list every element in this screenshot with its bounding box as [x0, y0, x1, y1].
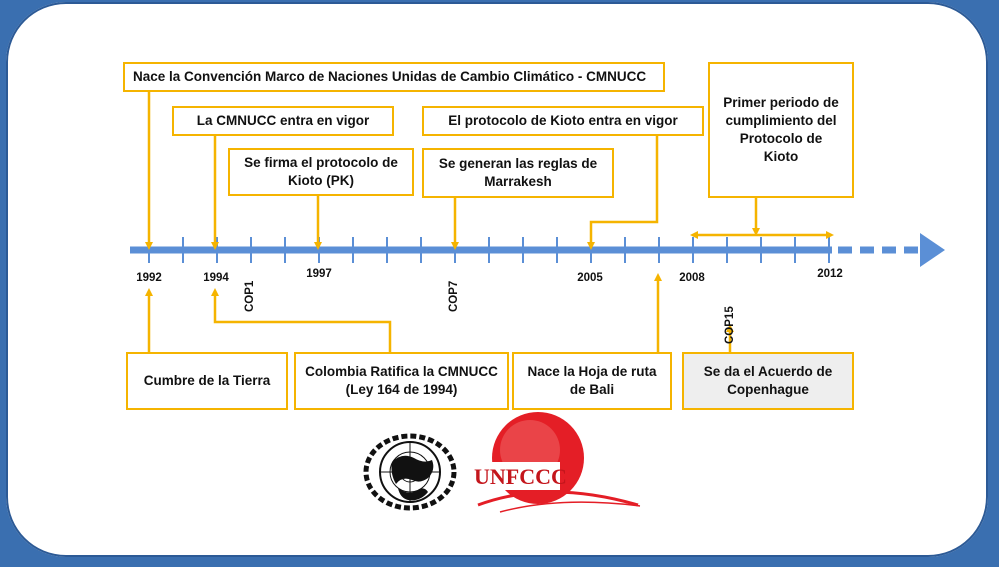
event-box-cmnucc-vigor: La CMNUCC entra en vigor [172, 106, 394, 136]
year-label: 2008 [679, 272, 705, 284]
unfccc-logo: UNFCCC [470, 412, 641, 513]
event-box-first-period: Primer periodo de cumplimiento del Proto… [708, 62, 854, 198]
connector-colombia [211, 288, 392, 352]
event-box-bali: Nace la Hoja de ruta de Bali [512, 352, 672, 410]
event-box-pk-signed: Se firma el protocolo de Kioto (PK) [228, 148, 414, 196]
event-box-cmnucc-birth: Nace la Convención Marco de Naciones Uni… [123, 62, 665, 92]
unfccc-wordmark: UNFCCC [474, 464, 567, 489]
event-box-copenhague: Se da el Acuerdo de Copenhague [682, 352, 854, 410]
connector-pk-vigor [587, 136, 659, 250]
timeline-ticks [148, 237, 830, 263]
event-box-marrakesh: Se generan las reglas de Marrakesh [422, 148, 614, 198]
year-label: 1994 [203, 272, 229, 284]
year-label: 1992 [136, 272, 162, 284]
event-box-colombia: Colombia Ratifica la CMNUCC (Ley 164 de … [294, 352, 509, 410]
event-box-pk-vigor: El protocolo de Kioto entra en vigor [422, 106, 704, 136]
timeline-arrowhead [920, 233, 945, 267]
year-label: 2005 [577, 272, 603, 284]
year-label: 1997 [306, 268, 332, 280]
year-label: 2012 [817, 268, 843, 280]
event-box-cumbre: Cumbre de la Tierra [126, 352, 288, 410]
un-emblem-logo [363, 433, 457, 511]
